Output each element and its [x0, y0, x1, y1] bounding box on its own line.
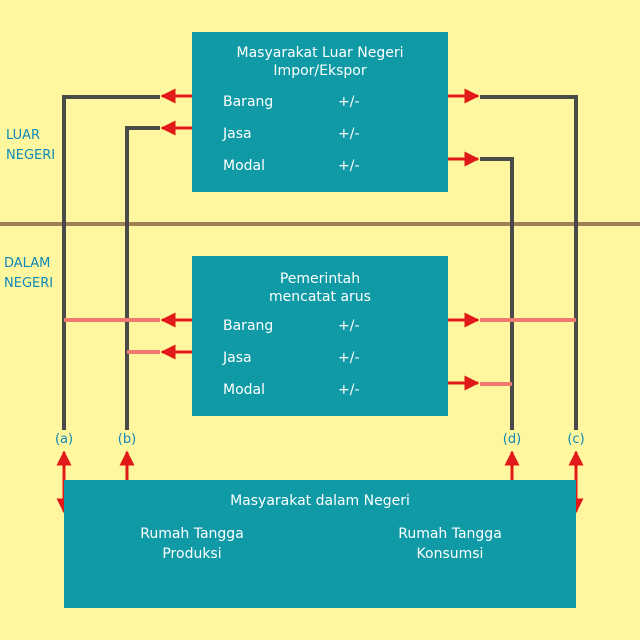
government-box: Pemerintah mencatat arus Barang +/- Jasa…	[192, 256, 448, 416]
line-a-barang-foreign	[62, 95, 160, 430]
foreign-row-jasa-sign: +/-	[338, 126, 360, 142]
region-label-luar-negeri: LUAR NEGERI	[6, 126, 55, 166]
foreign-row-modal-label: Modal	[223, 158, 265, 174]
foreign-row-modal-sign: +/-	[338, 158, 360, 174]
line-d-modal-foreign	[480, 157, 514, 430]
foreign-row-jasa-label: Jasa	[223, 126, 252, 142]
title-line: Masyarakat Luar Negeri	[236, 45, 404, 61]
gov-row-modal-sign: +/-	[338, 382, 360, 398]
producer-household-label: Rumah Tangga Produksi	[112, 524, 272, 564]
line-b-jasa-foreign	[125, 126, 160, 430]
gov-row-jasa-sign: +/-	[338, 350, 360, 366]
foreign-row-barang-label: Barang	[223, 94, 274, 110]
title-line: Pemerintah	[279, 271, 361, 287]
government-box-title: Pemerintah mencatat arus	[192, 270, 448, 306]
region-label-dalam-negeri: DALAM NEGERI	[4, 254, 53, 294]
line-c-barang-foreign	[480, 95, 578, 430]
connector-label-c: (c)	[567, 432, 585, 447]
gov-row-modal-label: Modal	[223, 382, 265, 398]
domestic-box-title: Masyarakat dalam Negeri	[230, 493, 410, 509]
domestic-society-box: Masyarakat dalam Negeri Rumah Tangga Pro…	[64, 480, 576, 608]
foreign-box-title: Masyarakat Luar Negeri Impor/Ekspor	[192, 44, 448, 80]
region-label-line: LUAR	[6, 128, 41, 143]
producer-line: Rumah Tangga	[140, 526, 244, 542]
consumer-household-label: Rumah Tangga Konsumsi	[370, 524, 530, 564]
gov-row-barang-label: Barang	[223, 318, 274, 334]
connector-label-d: (d)	[502, 432, 522, 447]
gov-row-barang-sign: +/-	[338, 318, 360, 334]
foreign-society-box: Masyarakat Luar Negeri Impor/Ekspor Bara…	[192, 32, 448, 192]
title-line: Impor/Ekspor	[273, 63, 367, 79]
region-label-line: NEGERI	[6, 148, 56, 163]
connector-label-b: (b)	[117, 432, 137, 447]
gov-row-jasa-label: Jasa	[223, 350, 252, 366]
foreign-row-barang-sign: +/-	[338, 94, 360, 110]
producer-line: Produksi	[162, 546, 222, 562]
region-label-line: NEGERI	[4, 276, 54, 291]
region-label-line: DALAM	[4, 256, 51, 271]
connector-label-a: (a)	[54, 432, 74, 447]
consumer-line: Konsumsi	[416, 546, 484, 562]
title-line: mencatat arus	[269, 289, 371, 305]
consumer-line: Rumah Tangga	[398, 526, 502, 542]
